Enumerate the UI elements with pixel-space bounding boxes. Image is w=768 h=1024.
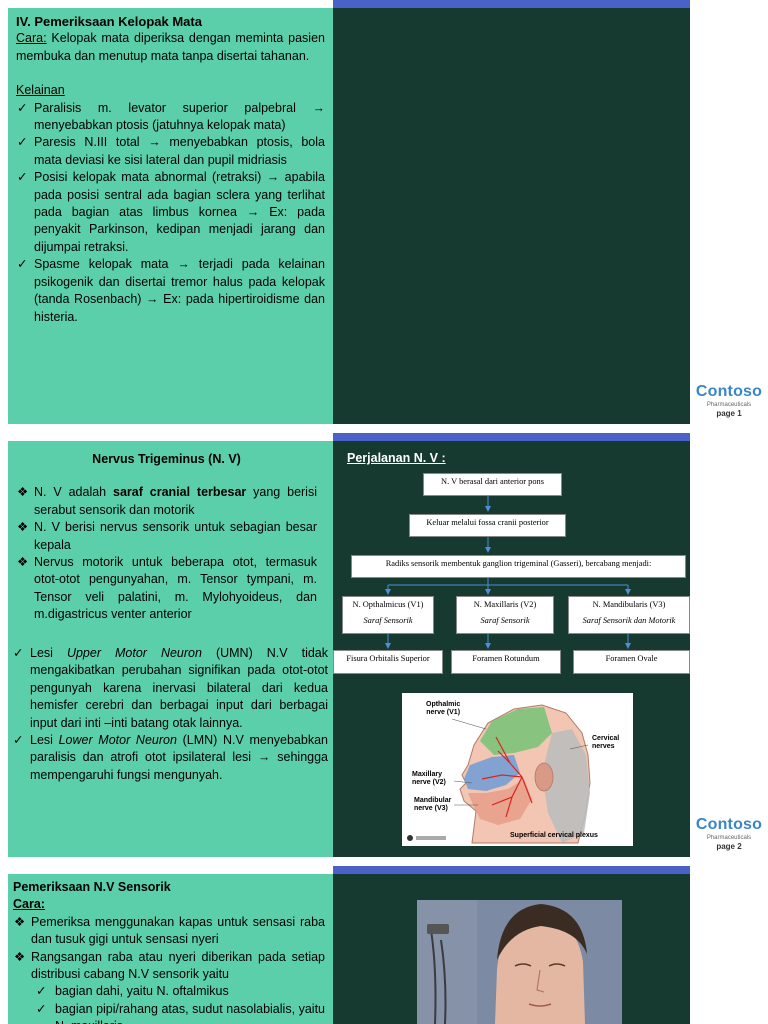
flow-box-fisura: Fisura Orbitalis Superior [333,650,443,674]
flow-connectors [385,496,631,649]
check-icon: ✓ [13,646,24,660]
flow-box-rotundum: Foramen Rotundum [451,650,561,674]
check-icon: ✓ [17,170,28,185]
list-item: ✓Paralisis m. levator superior palpebral… [17,100,325,133]
list-item: ✓Posisi kelopak mata abnormal (retraksi)… [17,170,325,254]
slide-3-accent-bar [333,866,690,874]
slide-2-content: Nervus Trigeminus (N. V) ❖N. V adalah sa… [16,451,317,624]
brand-sub: Pharmaceuticals [706,402,752,408]
flow-box-v3: N. Mandibularis (V3)Saraf Sensorik dan M… [568,596,690,634]
flow-box-exit: Keluar melalui fossa cranii posterior [409,514,566,537]
slide-1-accent-bar [333,0,690,8]
page-number: page 2 [716,842,742,851]
brand-logo: Contoso [695,816,763,833]
list-item: ✓bagian dahi, yaitu N. oftalmikus [35,983,325,1000]
slide-2-title: Nervus Trigeminus (N. V) [92,452,241,466]
check-icon: ✓ [17,100,28,115]
cara-text: Kelopak mata diperiksa dengan meminta pa… [16,31,325,63]
sensorik-list: ❖Pemeriksa menggunakan kapas untuk sensa… [13,914,325,984]
slide-2-accent-bar [333,433,690,441]
list-item: ✓Paresis N.III total → menyebabkan ptosi… [17,135,325,167]
check-icon: ✓ [36,984,47,999]
flow-box-v2: N. Maxillaris (V2)Saraf Sensorik [456,596,554,634]
list-item: ❖N. V adalah saraf cranial terbesar yang… [17,485,317,517]
label-plexus: Superficial cervical plexus [510,832,598,839]
kelainan-label: Kelainan [16,83,65,98]
diamond-icon: ❖ [17,485,29,500]
flow-box-ganglion: Radiks sensorik membentuk ganglion trige… [351,555,686,578]
lesi-list: ✓Lesi Upper Motor Neuron (UMN) N.V tidak… [12,645,328,784]
list-item: ❖N. V berisi nervus sensorik untuk sebag… [17,520,317,552]
list-item: ✓Spasme kelopak mata → terjadi pada kela… [17,257,325,324]
diamond-icon: ❖ [14,914,26,929]
flow-title: Perjalanan N. V : [347,451,446,465]
flow-box-origin: N. V berasal dari anterior pons [423,473,562,496]
slide-2: Nervus Trigeminus (N. V) ❖N. V adalah sa… [0,433,768,865]
diamond-icon: ❖ [14,949,26,964]
list-item: ❖Nervus motorik untuk beberapa otot, ter… [17,555,317,622]
slide-1-content: IV. Pemeriksaan Kelopak Mata Cara: Kelop… [16,13,325,326]
trigeminus-list: ❖N. V adalah saraf cranial terbesar yang… [16,484,317,623]
check-icon: ✓ [17,257,28,272]
flow-box-ovale: Foramen Ovale [573,650,690,674]
brand-logo: Contoso [695,383,763,400]
slide-3-title: Pemeriksaan N.V Sensorik [13,880,171,894]
check-icon: ✓ [17,135,28,150]
slide-2-text-panel [8,441,333,857]
list-item: ❖Rangsangan raba atau nyeri diberikan pa… [14,949,325,982]
cara-label: Cara: [13,897,45,912]
list-item: ✓Lesi Upper Motor Neuron (UMN) N.V tidak… [13,646,328,730]
slide-1-cara: Cara: Kelopak mata diperiksa dengan memi… [16,30,325,65]
list-item: ❖Pemeriksa menggunakan kapas untuk sensa… [14,914,325,947]
slide-2-lesi: ✓Lesi Upper Motor Neuron (UMN) N.V tidak… [12,645,328,784]
flow-box-v1: N. Opthalmicus (V1)Saraf Sensorik [342,596,434,634]
brand-sub: Pharmaceuticals [706,835,752,841]
slide-1: IV. Pemeriksaan Kelopak Mata Cara: Kelop… [0,0,768,432]
slide-3-text-panel [8,874,333,1024]
sensorik-sublist: ✓bagian dahi, yaitu N. oftalmikus ✓bagia… [35,983,325,1024]
patient-photo-image [417,900,622,1024]
check-icon: ✓ [36,1001,47,1016]
slide-3-content: Pemeriksaan N.V Sensorik Cara: ❖Pemeriks… [13,879,325,1024]
diamond-icon: ❖ [17,520,29,535]
slide-1-text-panel [8,8,333,424]
patient-photo [417,900,622,1024]
slide-3: Pemeriksaan N.V Sensorik Cara: ❖Pemeriks… [0,866,768,1024]
diamond-icon: ❖ [17,555,29,570]
head-diagram [407,704,591,844]
slide-1-logo: Contoso Pharmaceuticals page 1 [690,383,768,418]
list-item: ✓Lesi Lower Motor Neuron (LMN) N.V menye… [13,733,328,782]
slide-2-logo: Contoso Pharmaceuticals page 2 [690,816,768,851]
kelainan-list: ✓Paralisis m. levator superior palpebral… [16,100,325,326]
slide-1-dark-panel [333,8,690,424]
check-icon: ✓ [13,733,24,748]
slide-1-title: IV. Pemeriksaan Kelopak Mata [16,14,202,29]
page-number: page 1 [716,409,742,418]
cara-label: Cara: [16,31,47,46]
list-item: ✓bagian pipi/rahang atas, sudut nasolabi… [35,1001,325,1024]
